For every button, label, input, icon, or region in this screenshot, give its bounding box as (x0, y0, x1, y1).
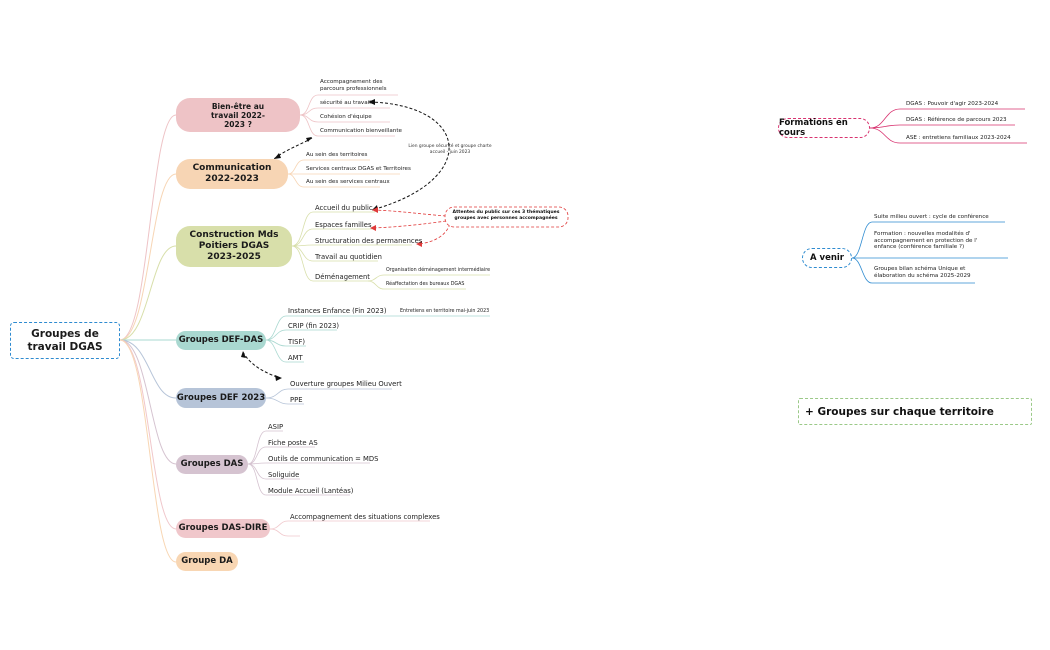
branch-dasdire[interactable]: Groupes DAS-DIRE (176, 519, 270, 538)
avenir-label: A venir (810, 253, 844, 263)
connector-def2023 (119, 339, 177, 399)
leaf-das-3[interactable]: Soliguide (268, 471, 300, 479)
territoire-label: + Groupes sur chaque territoire (805, 405, 994, 418)
avenir-node[interactable]: A venir (802, 248, 852, 268)
leaf-communication-0[interactable]: Au sein des territoires (306, 152, 368, 158)
leaf-das-0[interactable]: ASIP (268, 423, 284, 431)
formations-item-0[interactable]: DGAS : Pouvoir d'agir 2023-2024 (906, 101, 999, 107)
leaf-bienetre-1[interactable]: sécurité au travail (320, 100, 371, 106)
formations-item-1[interactable]: DGAS : Référence de parcours 2023 (906, 117, 1007, 123)
leaf-defdas-1[interactable]: CRIP (fin 2023) (288, 322, 340, 330)
leaf-communication-1[interactable]: Services centraux DGAS et Territoires (306, 166, 411, 172)
connector-bienetre (119, 114, 177, 341)
leaf-construction-3[interactable]: Travail au quotidien (315, 253, 382, 261)
branch-dasdire-label: Groupes DAS-DIRE (178, 523, 268, 534)
branch-bienetre-label: Bien-être au travail 2022-2023 ? (210, 101, 266, 129)
attentes-note-frame (444, 206, 569, 228)
branch-da[interactable]: Groupe DA (176, 552, 238, 571)
leaf-def2023-1[interactable]: PPE (290, 396, 303, 404)
connector-dasdire (119, 339, 177, 530)
branch-construction[interactable]: Construction Mds Poitiers DGAS 2023-2025 (176, 226, 292, 267)
note-lien: Lien groupe sécurité et groupe charte ac… (408, 144, 492, 155)
leaf-bienetre-3[interactable]: Communication bienveillante (320, 128, 402, 134)
leaf-construction-4[interactable]: Déménagement (315, 273, 370, 281)
leaf-communication-2[interactable]: Au sein des services centraux (306, 179, 390, 185)
connector-das (119, 339, 177, 465)
branch-defdas[interactable]: Groupes DEF-DAS (176, 331, 266, 350)
leaf-def2023-0[interactable]: Ouverture groupes Milieu Ouvert (290, 380, 402, 388)
branch-das[interactable]: Groupes DAS (176, 455, 248, 474)
leaf-demenagement-0[interactable]: Organisation déménagement intermédiaire (386, 268, 491, 273)
leaf-das-4[interactable]: Module Accueil (Lantéas) (268, 487, 354, 495)
branch-construction-label: Construction Mds Poitiers DGAS 2023-2025 (189, 230, 279, 262)
relation-defdas-def2023 (242, 351, 281, 379)
formations-node[interactable]: Formations en cours (778, 118, 870, 138)
root-node[interactable]: Groupes de travail DGAS (10, 322, 120, 359)
relation-bienetre-communication (273, 137, 313, 160)
connector-communication (119, 173, 177, 341)
leaf-dasdire-0[interactable]: Accompagnement des situations complexes (290, 513, 440, 521)
formations-item-2[interactable]: ASE : entretiens familiaux 2023-2024 (906, 135, 1011, 141)
branch-def2023[interactable]: Groupes DEF 2023 (176, 388, 266, 408)
leaf-construction-1[interactable]: Espaces familles (315, 221, 372, 229)
connector-da (119, 339, 177, 563)
leaf-demenagement-1[interactable]: Réaffectation des bureaux DGAS (386, 282, 465, 287)
note-attentes: Attentes du public sur ces 3 thématiques… (452, 210, 560, 221)
leaf-construction-2[interactable]: Structuration des permanences (315, 237, 423, 245)
branch-das-label: Groupes DAS (180, 459, 244, 470)
leaf-construction-0[interactable]: Accueil du public (315, 204, 373, 212)
branch-communication[interactable]: Communication 2022-2023 (176, 159, 288, 189)
leaf-bienetre-0[interactable]: Accompagnement des parcours professionne… (320, 79, 387, 92)
leaf-defdas-2[interactable]: TISF) (288, 338, 306, 346)
avenir-item-1[interactable]: Formation : nouvelles modalités d' accom… (874, 231, 978, 251)
branch-defdas-label: Groupes DEF-DAS (178, 335, 264, 346)
avenir-item-0[interactable]: Suite milieu ouvert : cycle de conférenc… (874, 214, 989, 220)
leaf-defdas-3[interactable]: AMT (288, 354, 303, 362)
branch-bienetre[interactable]: Bien-être au travail 2022-2023 ? (176, 98, 300, 132)
leaf-bienetre-2[interactable]: Cohésion d'équipe (320, 114, 372, 120)
avenir-item-2[interactable]: Groupes bilan schéma Unique et élaborati… (874, 266, 971, 279)
leaf-das-2[interactable]: Outils de communication = MDS (268, 455, 379, 463)
leaf-defdas-0[interactable]: Instances Enfance (Fin 2023) (288, 307, 387, 315)
connector-construction (119, 245, 177, 341)
relation-securite-accueil (369, 101, 450, 211)
branch-da-label: Groupe DA (181, 556, 233, 567)
formations-label: Formations en cours (779, 118, 848, 138)
territoire-node[interactable]: + Groupes sur chaque territoire (798, 398, 1032, 425)
leaf-das-1[interactable]: Fiche poste AS (268, 439, 318, 447)
leaf-defdas-note: Entretiens en territoire mai-juin 2023 (400, 309, 490, 314)
branch-def2023-label: Groupes DEF 2023 (176, 392, 266, 403)
branch-communication-label: Communication 2022-2023 (192, 163, 272, 184)
